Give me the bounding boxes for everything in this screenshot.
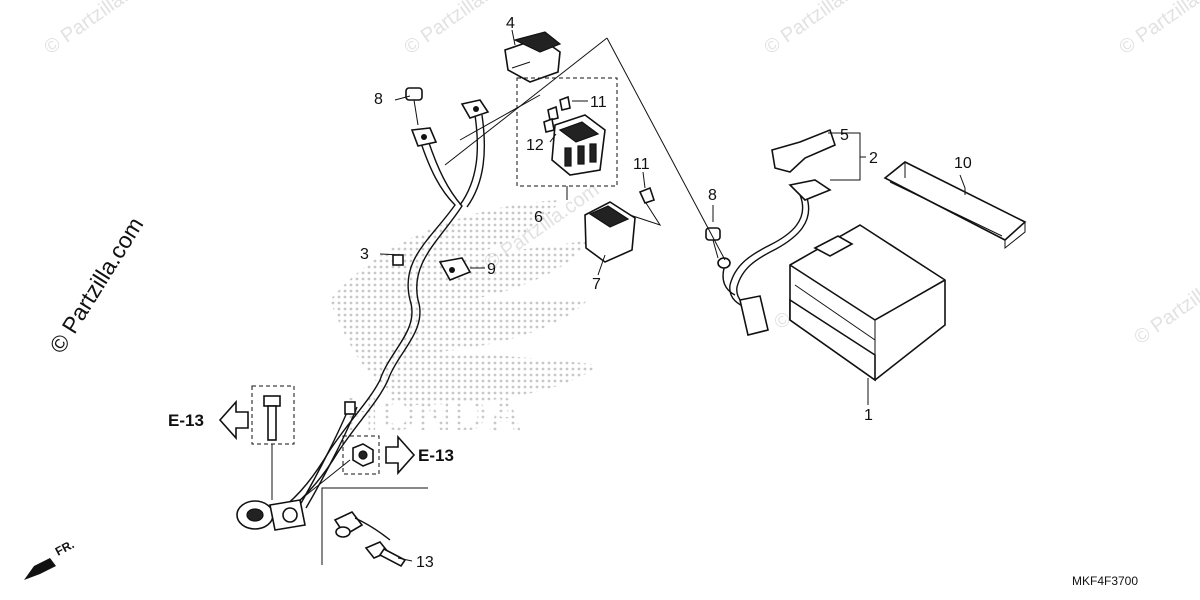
reference-arrow-right bbox=[385, 434, 416, 476]
cable-clip-9 bbox=[438, 257, 472, 282]
diagram-code: MKF4F3700 bbox=[1072, 574, 1138, 588]
watermark-layer: © Partzilla.com © Partzilla.com © Partzi… bbox=[40, 0, 1200, 358]
honda-logo-watermark: HONDA bbox=[330, 200, 600, 440]
reference-label-left: E-13 bbox=[168, 411, 204, 430]
battery-band bbox=[883, 161, 1027, 250]
callout-12: 12 bbox=[526, 137, 544, 154]
battery-cable bbox=[717, 179, 832, 336]
harness-band bbox=[344, 401, 356, 415]
callout-9: 9 bbox=[487, 261, 496, 278]
fuse-box bbox=[584, 201, 636, 263]
callout-11-upper: 11 bbox=[590, 94, 607, 111]
ground-terminal bbox=[333, 511, 391, 541]
reference-arrow-left bbox=[218, 399, 249, 441]
leader-nut bbox=[299, 459, 351, 501]
front-arrow-icon bbox=[24, 558, 56, 580]
watermark-text: © Partzilla.com bbox=[760, 0, 883, 59]
harness-terminal-right bbox=[460, 99, 490, 119]
battery bbox=[789, 224, 946, 382]
callout-3: 3 bbox=[360, 246, 369, 263]
honda-wordmark: HONDA bbox=[345, 388, 524, 440]
bolt-8-right bbox=[705, 227, 721, 259]
harness-terminal-left bbox=[410, 127, 438, 147]
wire-harness bbox=[279, 114, 486, 513]
inset-frame bbox=[321, 487, 428, 565]
callout-6: 6 bbox=[534, 209, 543, 226]
bolt-8-upper bbox=[405, 87, 423, 126]
leader-lines bbox=[379, 29, 966, 562]
starter-relay-cover bbox=[504, 31, 562, 83]
callout-4: 4 bbox=[506, 15, 515, 32]
callout-1: 1 bbox=[864, 407, 873, 424]
harness-ring-terminal bbox=[236, 499, 306, 531]
harness-band bbox=[392, 254, 404, 266]
bolt-dashed-box bbox=[251, 385, 295, 445]
watermark-text: © Partzilla.com bbox=[40, 0, 163, 59]
reference-label-right: E-13 bbox=[418, 446, 454, 465]
fuse-small-pair bbox=[543, 95, 571, 133]
terminal-bracket-5 bbox=[771, 128, 836, 173]
callout-7: 7 bbox=[592, 276, 601, 293]
callout-13: 13 bbox=[416, 554, 434, 571]
starter-relay-switch bbox=[551, 114, 606, 176]
callout-labels: 1 2 3 4 5 6 7 8 8 9 10 11 11 12 13 bbox=[360, 15, 972, 571]
honda-wing-mark bbox=[330, 200, 600, 405]
callout-8-upper: 8 bbox=[374, 91, 383, 108]
callout-5: 5 bbox=[840, 127, 849, 144]
front-direction-indicator: FR. bbox=[24, 537, 76, 580]
front-label: FR. bbox=[53, 537, 77, 558]
nut-dashed-box bbox=[342, 435, 380, 475]
bolt-long bbox=[263, 395, 281, 441]
nut bbox=[352, 443, 374, 467]
watermark-side-text: © Partzilla.com bbox=[44, 212, 148, 357]
watermark-text: © Partzilla.com bbox=[1115, 0, 1200, 59]
callout-8-right: 8 bbox=[708, 187, 717, 204]
relay-dashed-box bbox=[516, 77, 618, 187]
callout-2: 2 bbox=[869, 150, 878, 167]
watermark-text: © Partzilla.com bbox=[1130, 254, 1200, 349]
callout-11-lower: 11 bbox=[633, 156, 650, 173]
flange-bolt bbox=[364, 541, 407, 568]
fuse-lower bbox=[629, 186, 662, 226]
callout-10: 10 bbox=[954, 155, 972, 172]
